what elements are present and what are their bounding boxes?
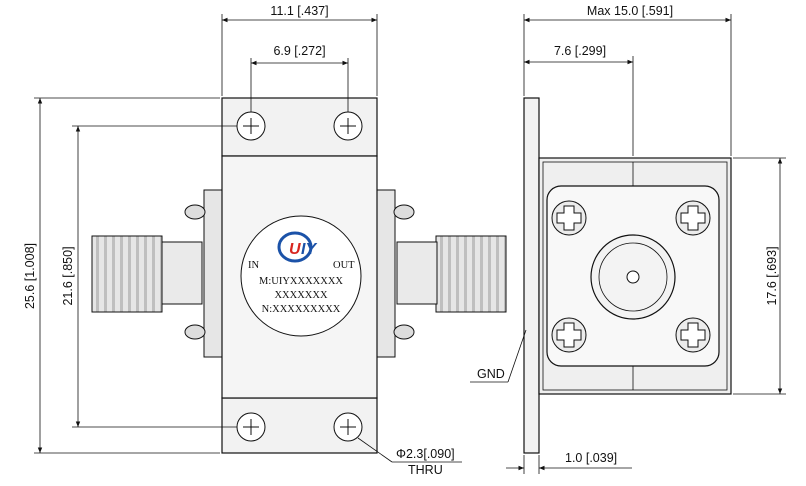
hole-diameter-text: Φ2.3[.090] — [396, 447, 455, 461]
gnd-label: GND — [477, 367, 505, 381]
side-flange-plate — [523, 97, 540, 454]
dim-top-width: 11.1 [.437] — [221, 4, 378, 96]
dim-flange-thickness-text: 1.0 [.039] — [565, 451, 617, 465]
gnd-callout: GND — [470, 329, 527, 383]
sma-center — [590, 234, 676, 320]
screw-tr — [675, 200, 711, 236]
dim-flange-height-text: 17.6 [.693] — [765, 246, 779, 305]
mounting-hole-br — [333, 412, 363, 442]
hole-callout: Φ2.3[.090] THRU — [357, 437, 462, 477]
uiy-logo: U IY — [277, 231, 317, 263]
serial-label: N:XXXXXXXXX — [262, 304, 341, 315]
screw-br — [675, 317, 711, 353]
screw-tl — [551, 200, 587, 236]
hole-type-text: THRU — [408, 463, 443, 477]
dim-hole-spacing: 6.9 [.272] — [250, 44, 349, 112]
screw-bl — [551, 317, 587, 353]
dim-flange-thickness: 1.0 [.039] — [506, 451, 632, 474]
mounting-hole-tr — [333, 111, 363, 141]
in-label: IN — [248, 260, 259, 271]
mounting-hole-bl — [236, 412, 266, 442]
product-label: U IY IN OUT M:UIYXXXXXXX XXXXXXX N:XXXXX… — [240, 215, 362, 337]
svg-text:IY: IY — [301, 241, 317, 258]
dim-overall-height: 25.6 [1.008] — [23, 97, 220, 454]
dim-connector-offset-text: 7.6 [.299] — [554, 44, 606, 58]
mounting-hole-tl — [236, 111, 266, 141]
dim-hole-vertical: 21.6 [.850] — [61, 125, 237, 428]
svg-text:U: U — [289, 241, 301, 258]
model-label: M:UIYXXXXXXX — [259, 276, 343, 287]
dim-flange-height: 17.6 [.693] — [733, 157, 786, 395]
connector-in — [91, 189, 223, 358]
dim-hole-spacing-text: 6.9 [.272] — [273, 44, 325, 58]
code-label: XXXXXXX — [274, 290, 327, 301]
side-view: Max 15.0 [.591] 7.6 [.299] 17.6 [.693] G… — [470, 4, 786, 474]
dim-max-length: Max 15.0 [.591] — [523, 4, 732, 156]
dim-connector-offset: 7.6 [.299] — [524, 44, 634, 156]
dim-top-width-text: 11.1 [.437] — [270, 4, 328, 18]
dim-overall-height-text: 25.6 [1.008] — [23, 243, 37, 309]
dim-hole-vertical-text: 21.6 [.850] — [61, 246, 75, 305]
out-label: OUT — [333, 260, 355, 271]
front-view: U IY IN OUT M:UIYXXXXXXX XXXXXXX N:XXXXX… — [23, 4, 507, 477]
connector-out — [376, 189, 507, 358]
dim-max-length-text: Max 15.0 [.591] — [587, 4, 673, 18]
